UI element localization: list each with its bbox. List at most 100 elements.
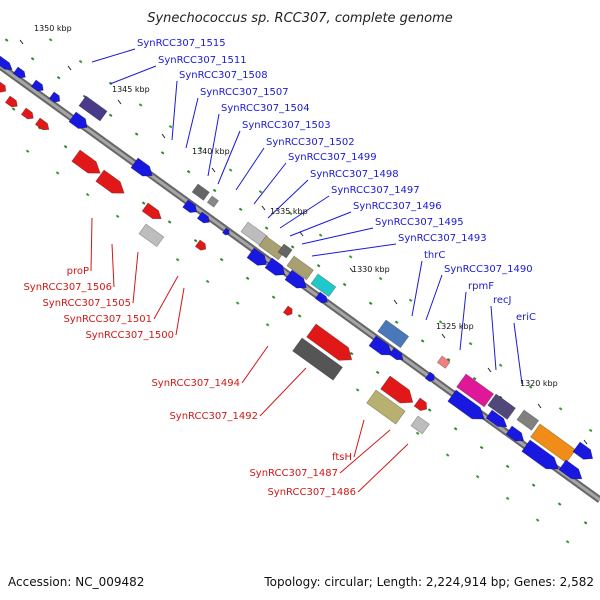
gene-feature [314, 291, 328, 304]
forward-gene-leader [217, 130, 241, 185]
strand-dot [498, 363, 503, 368]
strand-dot [318, 233, 323, 237]
strand-dot [342, 282, 347, 287]
tick-mark [261, 205, 266, 211]
gene-feature [286, 255, 314, 281]
strand-dot [348, 255, 353, 259]
reverse-gene-leader [132, 251, 139, 304]
gene-feature [68, 111, 88, 129]
strand-dot [235, 301, 240, 305]
forward-gene-leader [207, 113, 220, 177]
reverse-gene-label: SynRCC307_1486 [267, 487, 356, 498]
forward-gene-label: SynRCC307_1503 [242, 120, 331, 131]
strand-dot [198, 146, 203, 151]
gene-feature [71, 149, 101, 174]
strand-dot [531, 483, 536, 487]
gene-feature [505, 425, 525, 442]
gene-feature [138, 223, 165, 248]
strand-dot [193, 239, 198, 243]
gene-feature [424, 371, 435, 382]
strand-dot [528, 385, 533, 389]
gene-feature [485, 409, 508, 428]
gene-labels: SynRCC307_1515SynRCC307_1511SynRCC307_15… [23, 38, 536, 498]
kbp-tick-label: 1330 kbp [352, 265, 390, 274]
tick-mark [161, 133, 166, 139]
forward-gene-leader [301, 227, 374, 245]
strand-dot [228, 168, 233, 172]
strand-dot [138, 103, 143, 107]
tick-mark [299, 231, 304, 237]
forward-gene-leader [311, 243, 397, 257]
strand-dot [316, 264, 321, 268]
strand-dot [37, 126, 42, 130]
strand-dot [368, 301, 373, 306]
forward-gene-leader [91, 48, 136, 63]
strand-dot [115, 214, 120, 219]
strand-dot [415, 431, 420, 436]
gene-feature [78, 95, 108, 122]
forward-gene-leader [267, 179, 309, 219]
gene-feature [456, 373, 494, 408]
strand-dot [475, 475, 480, 479]
strand-dot [55, 171, 60, 175]
reverse-gene-label: SynRCC307_1500 [85, 330, 174, 341]
forward-gene-leader [490, 305, 497, 371]
forward-gene-label: eriC [516, 312, 536, 323]
forward-gene-label: SynRCC307_1496 [353, 201, 442, 212]
forward-gene-leader [289, 211, 352, 237]
gene-feature [264, 257, 286, 276]
gene-feature [12, 66, 26, 79]
gene-feature [558, 459, 583, 480]
accession-text: Accession: NC_009482 [8, 575, 144, 589]
strand-dot [505, 464, 510, 469]
reverse-gene-label: SynRCC307_1492 [169, 411, 258, 422]
gene-feature [258, 235, 286, 261]
tick-mark [537, 403, 542, 409]
forward-gene-leader [411, 260, 423, 317]
reverse-gene-label: SynRCC307_1505 [42, 298, 131, 309]
strand-dot [588, 428, 593, 433]
reverse-gene-leader [175, 287, 185, 336]
tick-mark [487, 367, 492, 373]
strand-dot [288, 211, 293, 216]
strand-dot [167, 220, 172, 224]
strand-dot [408, 298, 413, 302]
forward-gene-label: SynRCC307_1493 [398, 233, 487, 244]
strand-dot [427, 408, 432, 412]
kbp-tick-label: 1325 kbp [436, 322, 474, 331]
tick-mark [349, 267, 354, 273]
strand-dot [175, 258, 180, 262]
strand-dot [85, 192, 90, 197]
reverse-gene-leader [353, 419, 365, 458]
gene-feature [306, 323, 353, 361]
gene-feature [413, 397, 428, 411]
strand-dot [394, 320, 399, 324]
gene-feature [447, 389, 485, 420]
gene-feature [521, 439, 559, 470]
forward-gene-label: SynRCC307_1504 [221, 103, 310, 114]
strand-dot [160, 151, 165, 155]
strand-dot [583, 521, 588, 525]
gene-feature [310, 273, 337, 298]
gene-feature [182, 199, 198, 213]
tick-mark [441, 333, 446, 339]
forward-gene-label: SynRCC307_1508 [179, 70, 268, 81]
strand-dot [264, 226, 269, 230]
strand-dot [134, 132, 139, 136]
gene-feature [196, 211, 210, 224]
strand-dot [11, 107, 16, 111]
gene-feature [0, 55, 13, 71]
forward-gene-leader [425, 274, 443, 321]
kbp-tick-label: 1335 kbp [270, 207, 308, 216]
gene-feature [284, 269, 307, 289]
forward-gene-leader [171, 80, 178, 141]
strand-dot [420, 339, 425, 343]
gene-feature [0, 81, 7, 93]
forward-gene-leader [109, 65, 157, 85]
strand-dot [535, 518, 540, 522]
label-leaders [90, 48, 523, 493]
strand-dot [108, 113, 113, 117]
gene-features [0, 55, 594, 480]
tick-mark [117, 99, 122, 105]
